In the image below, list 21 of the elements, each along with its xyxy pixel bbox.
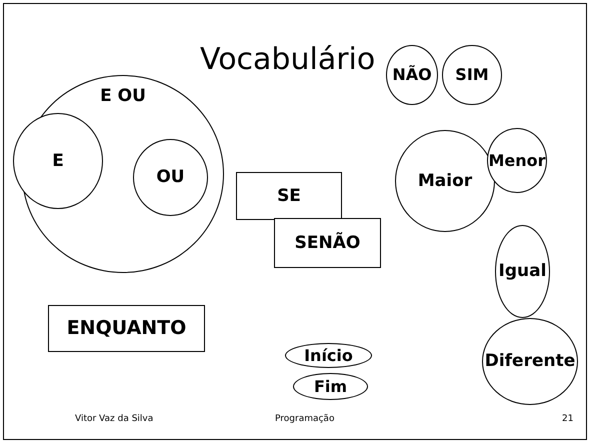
node-label: Maior xyxy=(418,172,472,190)
node-label: Início xyxy=(304,348,353,364)
author-name: Vitor Vaz da Silva xyxy=(75,414,154,424)
node-label: SIM xyxy=(455,67,489,83)
node-label: Fim xyxy=(314,378,348,394)
node-label: Menor xyxy=(488,152,546,168)
node-label: Igual xyxy=(498,263,546,280)
node-label: SE xyxy=(277,188,301,204)
rectangle-node xyxy=(236,172,342,220)
rectangle-node xyxy=(274,218,381,268)
slide-title: Vocabulário xyxy=(200,42,376,77)
rectangle-node xyxy=(48,305,205,352)
page-number: 21 xyxy=(562,414,574,424)
node-label: E OU xyxy=(100,88,146,105)
node-label: SENÃO xyxy=(294,234,360,252)
node-label: OU xyxy=(156,169,185,186)
node-label: E xyxy=(52,152,64,170)
node-label: Diferente xyxy=(484,353,576,370)
node-label: ENQUANTO xyxy=(66,319,186,338)
footer-text: Programação xyxy=(275,414,334,424)
node-label: NÃO xyxy=(392,67,432,83)
